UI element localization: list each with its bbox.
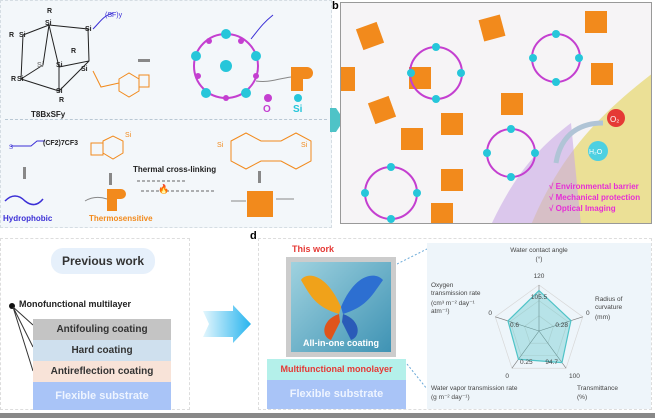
previous-work-title: Previous work: [51, 248, 155, 274]
svg-text:R: R: [71, 48, 76, 55]
radar-chart-panel: 105.5 120 0.28 0 94.7 100 0.25 0 0.6 0 Water conta…: [427, 243, 651, 409]
arrow-c-to-d: [203, 305, 251, 343]
thermal-crosslinking-label: Thermal cross-linking: [133, 165, 216, 174]
molecule-label: T8BxSFy: [31, 110, 66, 119]
legend-o: O: [263, 104, 271, 115]
radar-value-label: 94.7: [545, 359, 558, 366]
arrow-a-to-b: [330, 108, 344, 132]
radar-data-polygon: [507, 289, 572, 364]
butterfly-photo: All-in-one coating: [286, 257, 396, 357]
layer-hard-coating: Hard coating: [33, 340, 171, 361]
radar-value-label: 0.25: [520, 359, 533, 366]
layer-antifouling: Antifouling coating: [33, 319, 171, 340]
feature-optical-imaging: √ Optical Imaging: [549, 204, 616, 213]
zoom-lines: [397, 248, 427, 390]
butterfly-image: [301, 275, 383, 340]
radar-grid-ring: [509, 300, 569, 356]
svg-text:Si: Si: [56, 62, 63, 69]
cage-model: [191, 14, 313, 102]
flexible-substrate: Flexible substrate: [267, 380, 406, 409]
panel-c-previous-work: Previous work Monofunctional multilayer …: [0, 238, 190, 410]
svg-text:Si: Si: [37, 62, 44, 69]
radar-axis-line: [495, 316, 540, 332]
layer-flexible-substrate: Flexible substrate: [33, 382, 171, 410]
radar-outer-label: 120: [534, 273, 545, 280]
this-work-label: This work: [291, 244, 334, 254]
panel-d-this-work: This work All-in-one coating Multifuncti…: [258, 238, 652, 410]
all-in-one-caption: All-in-one coating: [303, 338, 379, 348]
monofunctional-label: Monofunctional multilayer: [19, 299, 132, 309]
radar-grid-ring: [524, 315, 554, 344]
radar-outer-label: 0: [488, 310, 492, 317]
radar-chart: 105.5 120 0.28 0 94.7 100 0.25 0 0.6 0 Water conta…: [431, 247, 623, 401]
panel-b-label: b: [332, 0, 339, 12]
flame-icon: 🔥: [158, 183, 169, 194]
svg-text:Si: Si: [56, 88, 63, 95]
radar-axis-label-transmittance: Transmittance: [577, 385, 618, 392]
radar-axis-unit: (%): [577, 394, 587, 401]
svg-text:Si: Si: [45, 20, 52, 27]
radar-value-label: 0.28: [555, 322, 568, 329]
h2o-molecule: H₂O: [589, 149, 603, 156]
radar-outer-label: 0: [586, 310, 590, 317]
radar-value-label: 105.5: [531, 294, 548, 301]
svg-text:S: S: [9, 145, 13, 151]
radar-axis-label-water-contact-angle: Water contact angle: [510, 247, 568, 254]
multifunctional-monolayer: Multifunctional monolayer: [267, 359, 406, 380]
panel-b-illustration: O₂ H₂O √ Environmental barrier √ Mechani…: [340, 2, 652, 224]
svg-text:Si: Si: [217, 142, 224, 149]
feature-environmental-barrier: √ Environmental barrier: [549, 182, 639, 191]
svg-text:Si: Si: [81, 66, 88, 73]
radar-axis-unit: (mm): [595, 314, 610, 321]
svg-text:R: R: [11, 76, 16, 83]
radar-outer-label: 0: [505, 373, 509, 380]
coating-network-illustration: O₂ H₂O: [341, 11, 651, 223]
legend-si: Si: [293, 104, 303, 115]
sf-group: (CF2)7CF3: [43, 140, 78, 147]
radar-axis-unit: (°): [536, 255, 543, 263]
section-divider: [5, 119, 327, 120]
svg-text:(SF)y: (SF)y: [105, 12, 123, 19]
radar-outer-label: 100: [569, 373, 580, 380]
panel-d-label: d: [250, 230, 257, 242]
feature-mechanical-protection: √ Mechanical protection: [549, 193, 641, 202]
thermosensitive-label: Thermosensitive: [89, 214, 153, 223]
pointer-lines: [12, 306, 34, 372]
svg-text:R: R: [9, 32, 14, 39]
radar-axis-line: [511, 330, 540, 369]
svg-text:Si: Si: [125, 132, 132, 139]
svg-text:Si: Si: [19, 32, 26, 39]
svg-text:Si: Si: [17, 76, 24, 83]
radar-axis-unit: (g m⁻² day⁻¹): [431, 394, 470, 401]
hydrophobic-label: Hydrophobic: [3, 214, 53, 223]
svg-text:Si: Si: [301, 142, 308, 149]
svg-text:Si: Si: [85, 26, 92, 33]
svg-text:R: R: [47, 8, 52, 15]
layer-antireflection: Antireflection coating: [33, 361, 171, 382]
radar-axis-label-wvtr: Water vapor transmission rate: [431, 385, 518, 392]
radar-axis-line: [538, 316, 583, 332]
bottom-bar: [0, 413, 655, 418]
pointer-dot: [9, 303, 15, 309]
radar-grid-ring: [494, 284, 584, 369]
radar-value-label: 0.6: [510, 322, 519, 329]
svg-text:R: R: [59, 97, 64, 104]
o2-molecule: O₂: [610, 115, 619, 124]
